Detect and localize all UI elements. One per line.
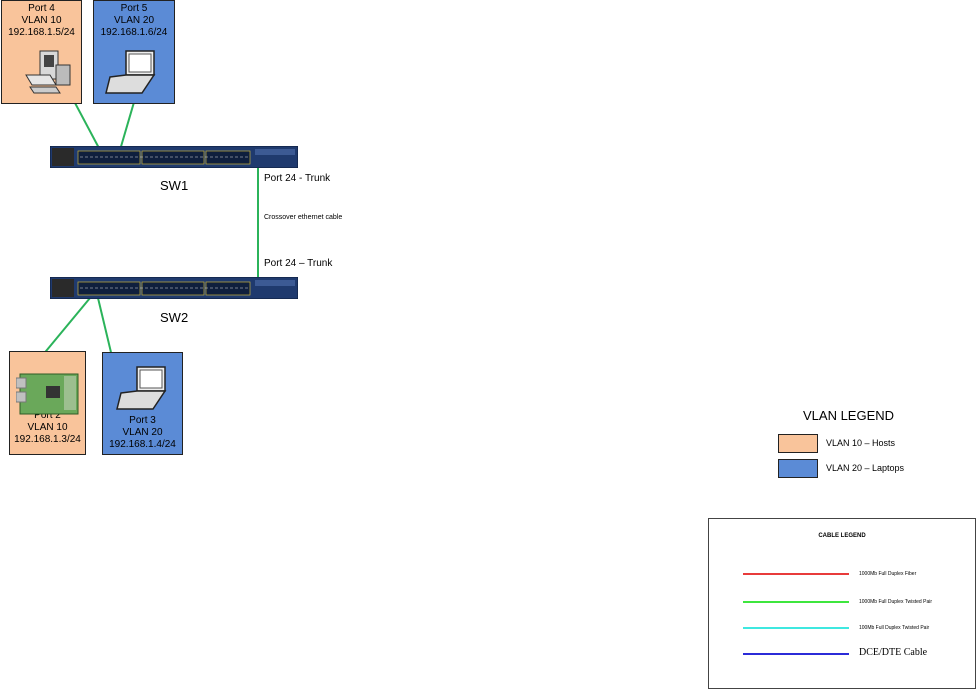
device-port4-ip: 192.168.1.5/24 bbox=[8, 27, 75, 38]
device-port5-port: Port 5 bbox=[120, 3, 148, 14]
laptop-icon bbox=[105, 50, 156, 94]
vlan-legend-swatch-10 bbox=[778, 434, 818, 453]
device-port2-ip: 192.168.1.3/24 bbox=[14, 434, 81, 445]
cable-line-dce bbox=[743, 653, 849, 655]
cable-legend-title: CABLE LEGEND bbox=[818, 533, 866, 539]
device-port3-ip: 192.168.1.4/24 bbox=[109, 439, 176, 450]
desktop-pc-icon bbox=[25, 50, 71, 94]
device-port2-port: Port 2 bbox=[34, 410, 61, 421]
laptop-icon bbox=[116, 366, 167, 410]
switch-sw2[interactable] bbox=[50, 277, 298, 299]
device-port3-vlan: VLAN 20 bbox=[122, 427, 163, 438]
device-port5[interactable]: Port 5 VLAN 20 192.168.1.6/24 bbox=[93, 0, 175, 104]
sw2-trunk-port-label: Port 24 – Trunk bbox=[264, 258, 333, 269]
switch-sw1[interactable] bbox=[50, 146, 298, 168]
device-port2-vlan: VLAN 10 bbox=[27, 422, 68, 433]
device-port4[interactable]: Port 4 VLAN 10 192.168.1.5/24 bbox=[1, 0, 82, 104]
sw1-trunk-port-label: Port 24 - Trunk bbox=[264, 173, 331, 184]
cable-label-fiber: 1000Mb Full Duplex Fiber bbox=[859, 571, 917, 577]
switch-sw1-label: SW1 bbox=[160, 178, 189, 193]
device-port2[interactable]: Port 2 VLAN 10 192.168.1.3/24 bbox=[9, 351, 86, 455]
device-port4-port: Port 4 bbox=[28, 3, 55, 14]
cable-line-fast bbox=[743, 627, 849, 629]
device-port3-port: Port 3 bbox=[129, 415, 156, 426]
device-port5-ip: 192.168.1.6/24 bbox=[100, 27, 168, 38]
cable-line-gigabit bbox=[743, 601, 849, 603]
switch-sw2-label: SW2 bbox=[160, 310, 189, 325]
vlan-legend-swatch-20 bbox=[778, 459, 818, 478]
crossover-cable-label: Crossover ethernet cable bbox=[264, 214, 343, 221]
device-port3[interactable]: Port 3 VLAN 20 192.168.1.4/24 bbox=[102, 352, 183, 455]
cable-line-fiber bbox=[743, 573, 849, 575]
cable-legend: CABLE LEGEND 1000Mb Full Duplex Fiber 10… bbox=[708, 518, 976, 689]
vlan-legend-title: VLAN LEGEND bbox=[803, 408, 895, 423]
vlan-legend-label-20: VLAN 20 – Laptops bbox=[826, 463, 905, 473]
raspberry-pi-icon bbox=[16, 373, 79, 415]
device-port4-vlan: VLAN 10 bbox=[21, 15, 62, 26]
cable-label-dce: DCE/DTE Cable bbox=[859, 647, 928, 658]
cable-label-fast: 100Mb Full Duplex Twisted Pair bbox=[859, 625, 930, 631]
cable-label-gigabit: 1000Mb Full Duplex Twisted Pair bbox=[859, 599, 932, 605]
device-port5-vlan: VLAN 20 bbox=[113, 15, 155, 26]
vlan-legend-label-10: VLAN 10 – Hosts bbox=[826, 438, 896, 448]
